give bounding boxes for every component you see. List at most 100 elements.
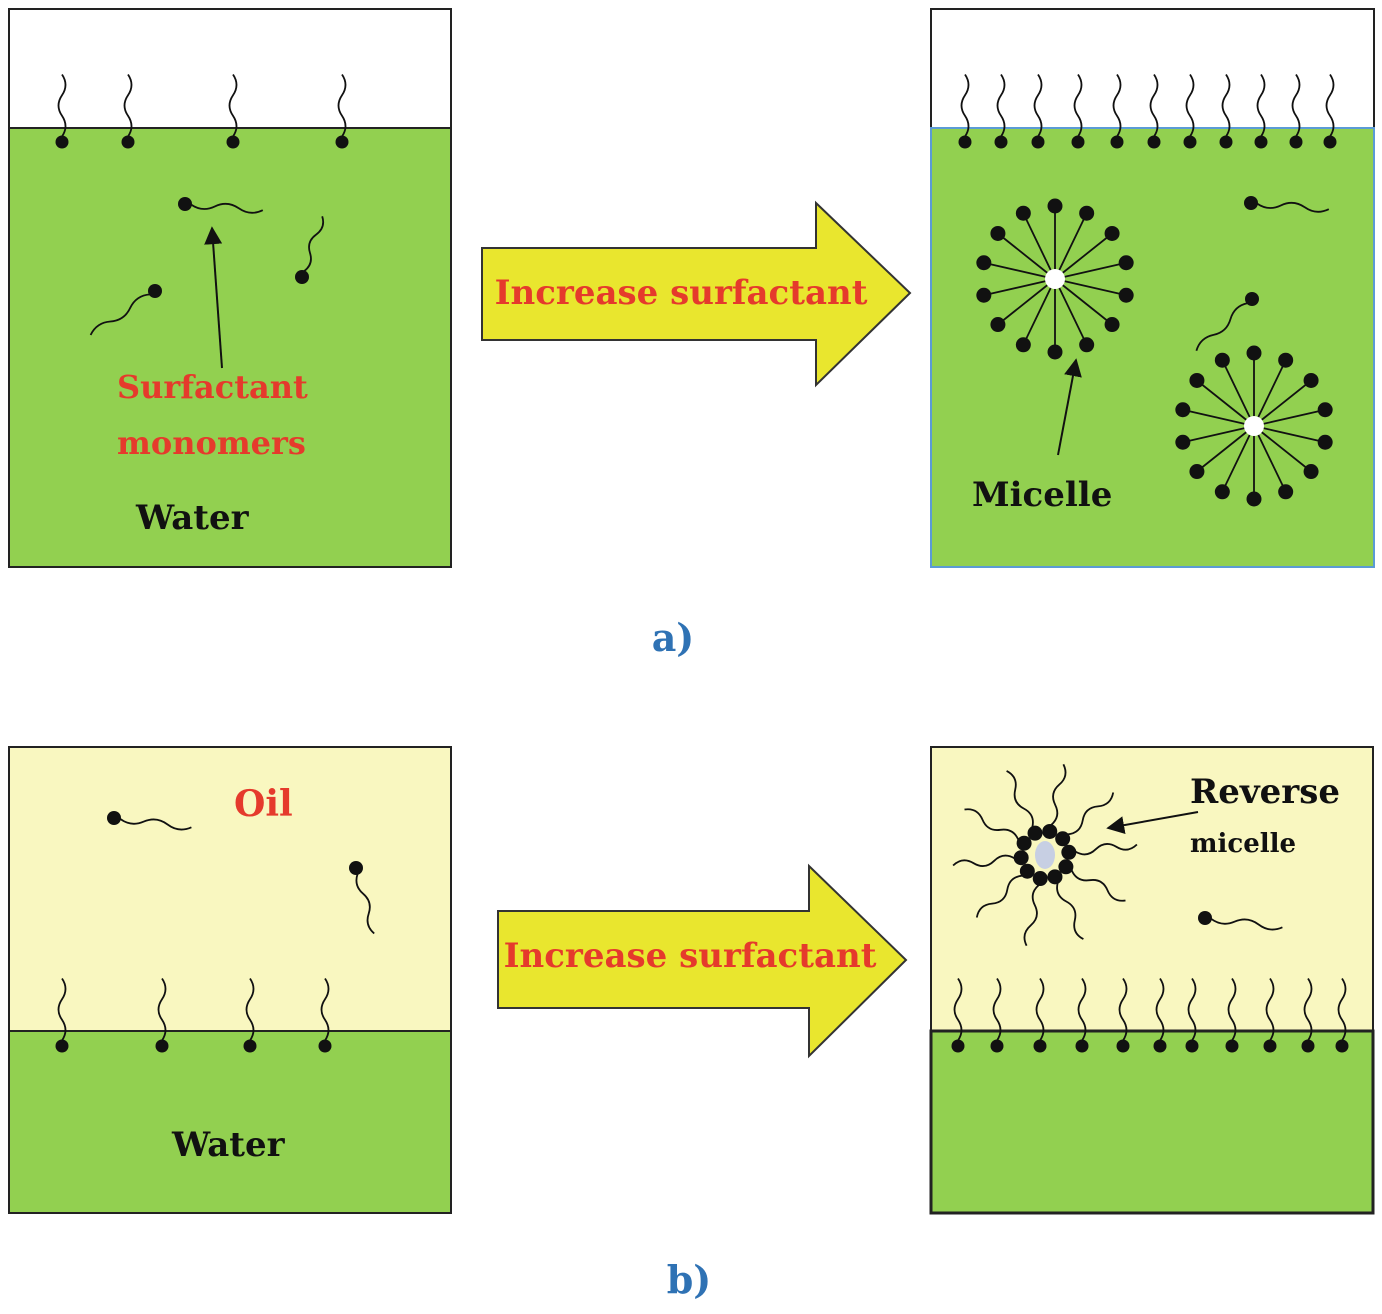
- monomer-tail: [1070, 869, 1126, 902]
- monomer-head: [1055, 831, 1071, 847]
- micelle-head: [1118, 287, 1134, 303]
- free-monomers: [1198, 911, 1283, 931]
- monomer-tail: [337, 73, 347, 138]
- surfactant-monomer: [155, 977, 169, 1053]
- monomer-head: [107, 811, 121, 825]
- micelle-head: [1246, 491, 1262, 507]
- surfactant-monomer: [1071, 73, 1085, 149]
- surface-monolayer: [958, 73, 1337, 149]
- surfactant-monomer: [89, 284, 162, 336]
- monomer-head: [1183, 135, 1197, 149]
- reverse-micelle-pointer-arrow: [1106, 811, 1199, 835]
- micelle-tail: [997, 232, 1056, 280]
- micelle-head: [1303, 464, 1319, 480]
- monomer-tail: [1073, 73, 1083, 138]
- surfactant-monomer: [1147, 73, 1161, 149]
- monomer-head: [335, 135, 349, 149]
- micelle-surfactant: [976, 255, 1056, 280]
- panel-b-after-beaker: Reverse micelle: [929, 746, 1375, 1215]
- free-monomers: [89, 197, 325, 336]
- surfactant-monomer: [1042, 763, 1067, 839]
- micelle-surfactant: [1054, 225, 1120, 280]
- surfactant-monomer: [1058, 859, 1126, 902]
- micelle-surfactant: [1253, 402, 1333, 427]
- micelle-tail: [1253, 425, 1312, 473]
- micelle-surfactant: [1214, 352, 1255, 427]
- monomer-head: [1244, 196, 1258, 210]
- surfactant-monomer: [1116, 977, 1130, 1053]
- micelle-surfactant: [1054, 278, 1120, 333]
- surfactant-monomer: [1006, 770, 1043, 841]
- micelle-surfactant: [1175, 402, 1255, 427]
- surfactant-monomer: [1195, 292, 1259, 352]
- monomer-head: [951, 1039, 965, 1053]
- monomer-tail: [1195, 302, 1248, 352]
- monomer-tail: [960, 73, 970, 138]
- micelle-head: [1175, 402, 1191, 418]
- monomer-head: [1032, 871, 1048, 887]
- monomer-head: [226, 135, 240, 149]
- micelle-head: [1079, 205, 1095, 221]
- monomer-head: [1153, 1039, 1167, 1053]
- micelle-surfactant: [1253, 352, 1294, 427]
- increase-surfactant-arrow-a: Increase surfactant: [481, 200, 912, 388]
- micelle-tail: [1253, 425, 1326, 444]
- surfactant-monomer: [1183, 73, 1197, 149]
- micelle-head: [1189, 464, 1205, 480]
- monomer-head: [1289, 135, 1303, 149]
- monomer-head: [1225, 1039, 1239, 1053]
- reverse-micelle-water-core: [1035, 841, 1055, 869]
- micelle-surfactant: [1054, 205, 1095, 280]
- surfactant-monomer: [107, 811, 192, 831]
- micelle-head: [1189, 372, 1205, 388]
- surfactant-monomer: [1254, 73, 1268, 149]
- micelle-tail: [1253, 359, 1287, 427]
- monomer-head: [1075, 1039, 1089, 1053]
- panel-a: Surfactant monomers Water Increase surfa…: [8, 8, 1375, 660]
- micelle-tail: [1253, 408, 1326, 427]
- micelle-surfactant: [1246, 426, 1262, 507]
- surfactant-monomer: [121, 73, 135, 149]
- monomer-tail: [1155, 977, 1165, 1042]
- reverse-label: Reverse: [1190, 772, 1340, 812]
- surfactant-monomer: [975, 863, 1035, 918]
- monomer-head: [1058, 859, 1074, 875]
- micelle-surfactant: [1015, 278, 1056, 353]
- surfactant-monomer: [243, 977, 257, 1053]
- micelle-surfactant: [1253, 425, 1294, 500]
- micelle-tail: [983, 261, 1056, 280]
- micelle-head: [1047, 344, 1063, 360]
- panel-a-after-beaker: Micelle: [930, 8, 1375, 568]
- surfactant-monomer: [1047, 869, 1084, 940]
- surfactant-monomer: [335, 73, 349, 149]
- surfactant-monomer: [178, 197, 264, 214]
- monomer-tail: [1291, 73, 1301, 138]
- surfactant-monomer: [964, 808, 1032, 851]
- micelle-head: [976, 287, 992, 303]
- micelle-surfactant: [1253, 372, 1319, 427]
- monomer-head: [1042, 823, 1058, 839]
- monomer-head: [1110, 135, 1124, 149]
- micelle-surfactant: [1253, 425, 1333, 450]
- micelle-core: [1045, 269, 1065, 289]
- monomer-head: [1047, 869, 1063, 885]
- monomer-tail: [1337, 977, 1347, 1042]
- increase-surfactant-arrow-b: Increase surfactant: [497, 863, 908, 1059]
- surfactant-monomer: [1335, 977, 1349, 1053]
- arrow-label-a: Increase surfactant: [495, 273, 868, 313]
- surfactant-monomer: [1075, 977, 1089, 1053]
- micelle-tail: [1221, 359, 1255, 427]
- micelle-surfactant: [1175, 425, 1255, 450]
- monomer-tail: [964, 808, 1020, 841]
- micelle-head: [1047, 198, 1063, 214]
- micelle-surfactant: [1246, 345, 1262, 426]
- monomer-tail: [952, 854, 1016, 867]
- micelle-surfactant: [990, 225, 1056, 280]
- monomer-tail: [953, 977, 963, 1042]
- monomer-tail: [1227, 977, 1237, 1042]
- monomer-tail: [57, 977, 67, 1042]
- monomer-head: [990, 1039, 1004, 1053]
- monomer-tail: [1077, 977, 1087, 1042]
- monomer-tail: [1118, 977, 1128, 1042]
- micelle-head: [1303, 372, 1319, 388]
